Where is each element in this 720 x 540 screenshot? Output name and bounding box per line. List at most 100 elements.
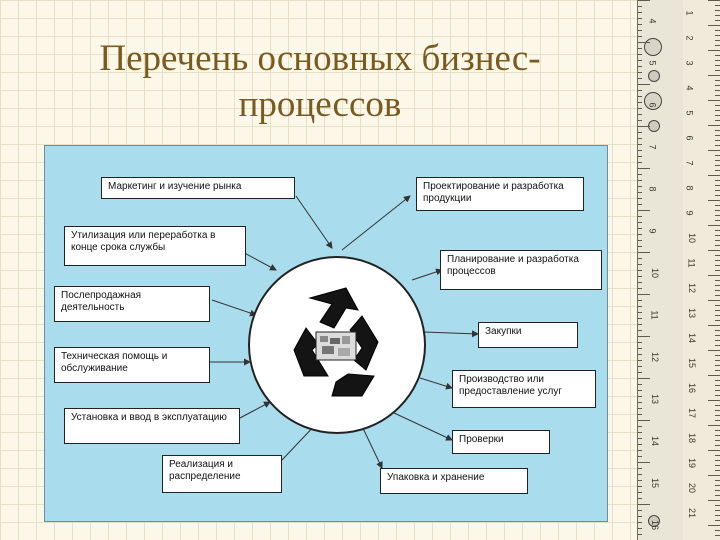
ruler-tick (638, 450, 642, 451)
ruler-tick (638, 516, 642, 517)
ruler-tick (638, 168, 650, 169)
process-box-planning: Планирование и разработка процессов (440, 250, 602, 290)
ruler-tick (638, 306, 642, 307)
ruler-tick (715, 355, 720, 356)
ruler-number: 16 (687, 382, 698, 394)
ruler-tick (715, 85, 720, 86)
ruler-tick (638, 114, 642, 115)
ruler-tick (638, 36, 642, 37)
slide-title-line-2: процессов (238, 84, 402, 125)
ruler-tick (715, 370, 720, 371)
ruler-tick (715, 340, 720, 341)
ruler-tick (638, 348, 642, 349)
ruler-tick (638, 342, 642, 343)
ruler-tick (715, 185, 720, 186)
ruler-tick (715, 105, 720, 106)
ruler-tick (638, 270, 642, 271)
ruler-tick (715, 385, 720, 386)
ruler-tick (638, 360, 642, 361)
ruler-tick (638, 528, 642, 529)
ruler-tick (708, 25, 720, 26)
ruler-tick (638, 438, 642, 439)
ruler-tick (638, 198, 642, 199)
ruler-number: 7 (647, 144, 658, 150)
ruler-number: 12 (687, 282, 698, 294)
ruler-tick (638, 252, 650, 253)
ruler-tick (638, 78, 642, 79)
ruler-tick (715, 515, 720, 516)
ruler-tick (715, 120, 720, 121)
ruler-tick (638, 222, 642, 223)
ruler-tick (708, 300, 720, 301)
ruler-number: 20 (687, 482, 698, 494)
ruler-tick (715, 395, 720, 396)
ruler-tick (638, 372, 642, 373)
ruler-tick (715, 440, 720, 441)
ruler-tick (638, 204, 642, 205)
ruler-tick (708, 350, 720, 351)
ruler-number: 11 (649, 310, 660, 320)
process-box-after-sales: Послепродажная деятельность (54, 286, 210, 322)
ruler-tick (638, 330, 642, 331)
ruler-number: 15 (650, 477, 661, 489)
ruler-tick (715, 530, 720, 531)
ruler-tick (715, 460, 720, 461)
process-box-purchasing: Закупки (478, 322, 578, 348)
ruler-tick (715, 485, 720, 486)
ruler-tick (638, 420, 650, 421)
ruler-tick (638, 24, 642, 25)
process-box-design: Проектирование и разработка продукции (416, 177, 584, 211)
ruler-tick (638, 498, 642, 499)
ruler-tick (638, 414, 642, 415)
ruler-tick (715, 260, 720, 261)
ruler-tick (715, 70, 720, 71)
ruler-number: 15 (687, 357, 698, 369)
ruler-number: 18 (687, 432, 698, 444)
ruler-tick (638, 264, 642, 265)
ruler-tick (638, 468, 642, 469)
ruler-ring (644, 38, 662, 56)
ruler-tick (638, 30, 642, 31)
ruler-tick (708, 275, 720, 276)
ruler-number: 13 (650, 393, 661, 405)
ruler-tick (638, 162, 642, 163)
ruler-tick (715, 405, 720, 406)
ruler-tick (708, 375, 720, 376)
ruler-tick (715, 295, 720, 296)
ruler-tick (708, 400, 720, 401)
ruler-number: 14 (687, 332, 698, 344)
ruler-tick (715, 285, 720, 286)
ruler-tick (638, 486, 642, 487)
ruler-tick (715, 390, 720, 391)
ruler-number: 17 (687, 407, 698, 419)
ruler-tick (708, 50, 720, 51)
ruler-tick (638, 210, 650, 211)
ruler-tick (715, 480, 720, 481)
ruler-tick (708, 200, 720, 201)
ruler-tick (715, 65, 720, 66)
ruler-number: 7 (684, 160, 695, 166)
ruler-tick (715, 115, 720, 116)
ruler-tick (715, 40, 720, 41)
ruler-tick (715, 320, 720, 321)
ruler-tick (715, 35, 720, 36)
ruler-tick (715, 10, 720, 11)
ruler-tick (715, 195, 720, 196)
ruler-tick (638, 90, 642, 91)
ruler-tick (715, 430, 720, 431)
ruler-number: 8 (684, 185, 695, 191)
ruler-number: 4 (647, 18, 658, 24)
ruler-tick (638, 336, 650, 337)
ruler-tick (638, 180, 642, 181)
ruler-number: 16 (650, 519, 661, 531)
ruler-tick (715, 5, 720, 6)
ruler-tick (715, 535, 720, 536)
ruler-number: 10 (650, 267, 661, 279)
ruler-number: 5 (684, 110, 695, 116)
ruler-tick (638, 102, 642, 103)
process-box-marketing: Маркетинг и изучение рынка (101, 177, 295, 199)
ruler-tick (715, 110, 720, 111)
ruler-tick (715, 420, 720, 421)
ruler-number: 1 (684, 10, 695, 16)
ruler-tick (708, 0, 720, 1)
